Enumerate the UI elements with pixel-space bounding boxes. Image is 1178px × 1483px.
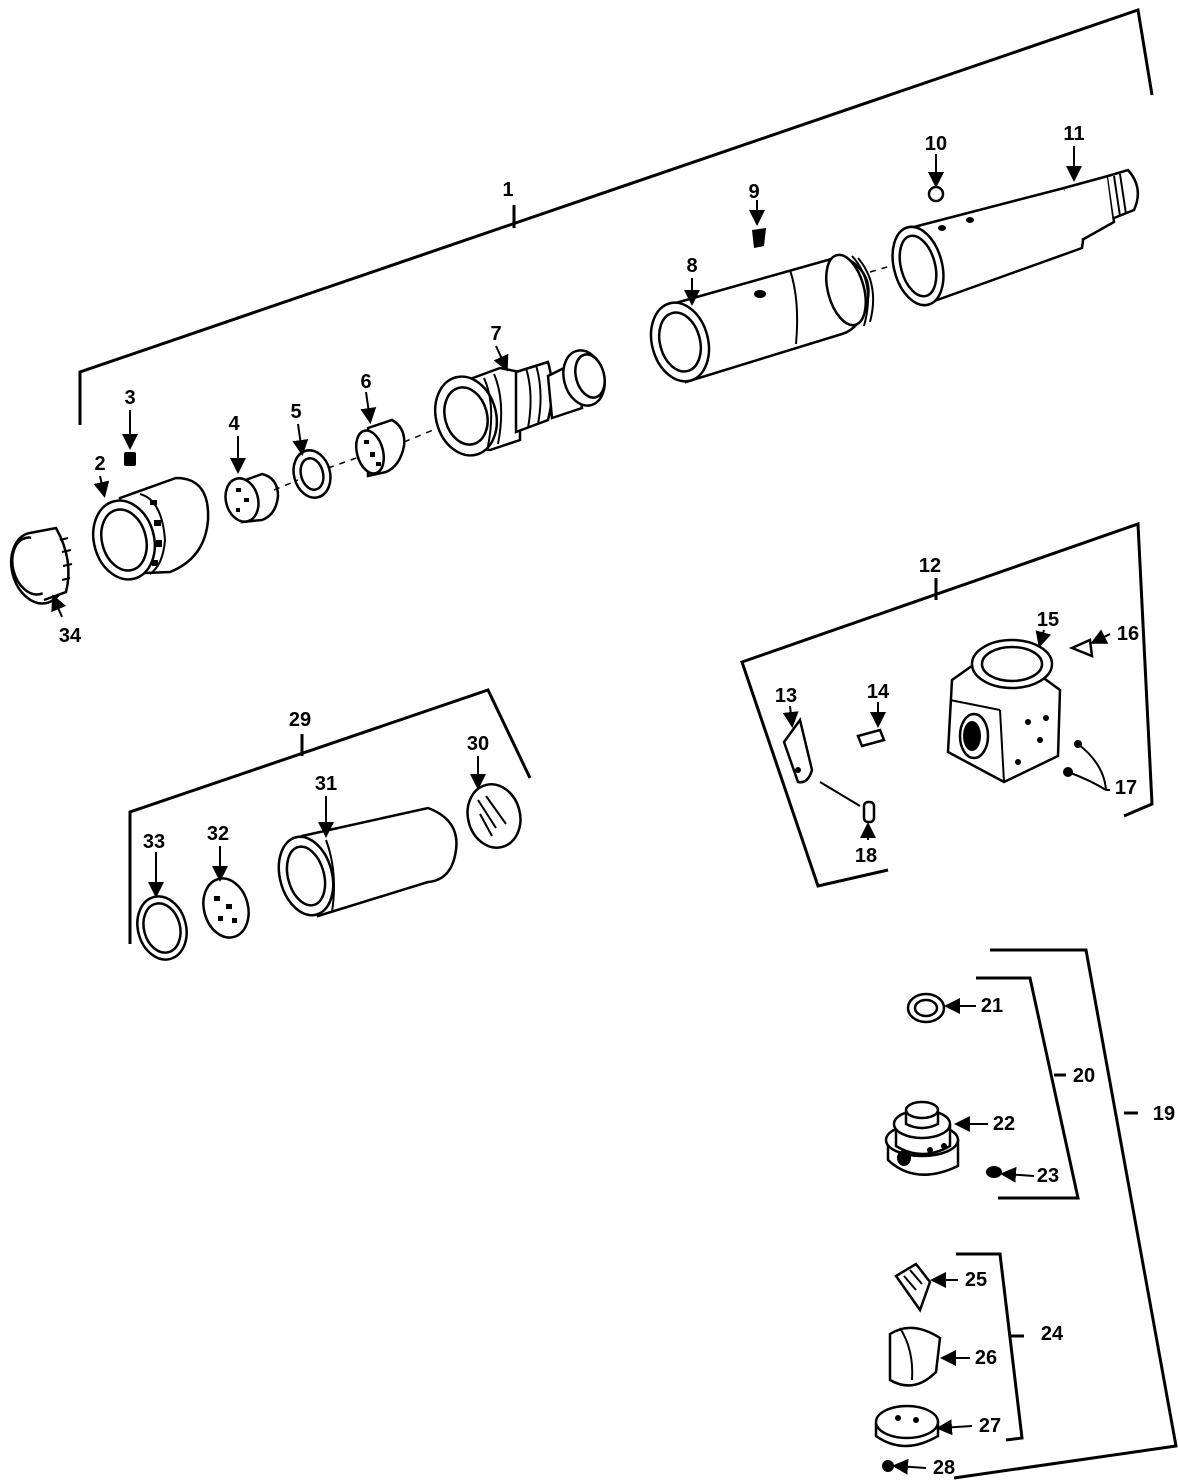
part-32-disc [202, 846, 250, 939]
label-26: 26 [975, 1347, 997, 1369]
assembly-19-bracket [953, 948, 1178, 1480]
assembly-24-bracket [956, 1252, 1024, 1442]
label-6: 6 [360, 371, 371, 393]
assembly-20-bracket [976, 976, 1080, 1200]
label-12: 12 [919, 555, 941, 577]
part-4-disc [224, 436, 280, 524]
part-33-ring [136, 852, 188, 961]
label-13: 13 [775, 685, 797, 707]
part-14-pin [856, 702, 886, 748]
part-17-spring [1063, 740, 1110, 791]
label-10: 10 [925, 133, 947, 155]
assembly-12-bracket [740, 521, 1154, 888]
part-10-plug [927, 154, 945, 203]
part-22-regulator-body [884, 1100, 988, 1176]
label-32: 32 [207, 823, 229, 845]
part-8-cylinder [649, 253, 875, 384]
label-14: 14 [867, 681, 890, 703]
label-19: 19 [1153, 1103, 1175, 1125]
label-22: 22 [993, 1113, 1015, 1135]
part-5-ring [292, 423, 332, 499]
assembly-1-bracket [78, 8, 1154, 425]
part-9-fitting [749, 200, 766, 248]
label-34: 34 [59, 625, 82, 647]
part-7-valve-body [433, 345, 606, 457]
label-31: 31 [315, 773, 337, 795]
label-8: 8 [686, 255, 697, 277]
label-21: 21 [981, 995, 1003, 1017]
part-28-screw [882, 1458, 927, 1475]
label-15: 15 [1037, 609, 1059, 631]
label-30: 30 [467, 733, 489, 755]
label-9: 9 [748, 181, 759, 203]
part-18-pin [860, 800, 876, 840]
part-13-lever [782, 705, 861, 807]
label-17: 17 [1115, 777, 1137, 799]
label-4: 4 [228, 413, 240, 435]
part-11-barrel [891, 146, 1140, 307]
label-7: 7 [490, 323, 501, 345]
label-24: 24 [1041, 1323, 1064, 1345]
part-30-disc [466, 756, 522, 849]
label-5: 5 [290, 401, 301, 423]
part-31-tube [277, 796, 458, 918]
part-16-plug [1068, 629, 1111, 658]
part-15-housing [946, 629, 1062, 784]
part-3-set-screw [122, 410, 138, 466]
label-16: 16 [1117, 623, 1139, 645]
part-23-screw [986, 1166, 1035, 1183]
label-29: 29 [289, 709, 311, 731]
part-25-valve [894, 1262, 958, 1313]
label-3: 3 [124, 387, 135, 409]
part-26-sleeve [888, 1326, 970, 1387]
part-34-end-cap [9, 526, 73, 618]
part-27-cap [874, 1404, 973, 1448]
label-28: 28 [933, 1457, 955, 1479]
part-2-handle [91, 475, 210, 581]
label-11: 11 [1063, 123, 1084, 145]
label-33: 33 [143, 831, 165, 853]
label-25: 25 [965, 1269, 987, 1291]
label-1: 1 [502, 179, 513, 201]
assembly-29-bracket [128, 688, 532, 944]
label-27: 27 [979, 1415, 1001, 1437]
label-20: 20 [1073, 1065, 1095, 1087]
part-6-valve-disc [354, 391, 406, 478]
label-23: 23 [1037, 1165, 1059, 1187]
label-18: 18 [855, 845, 877, 867]
label-2: 2 [94, 453, 105, 475]
part-21-disc [906, 992, 976, 1024]
